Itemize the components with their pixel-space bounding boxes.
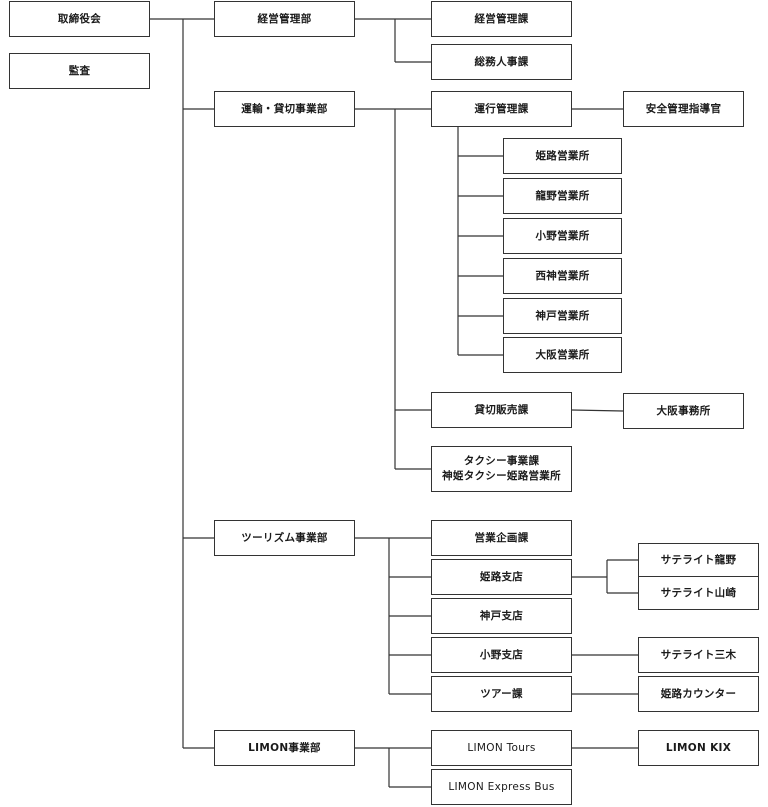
- node-seishin-office: 西神営業所: [503, 258, 622, 294]
- node-osaka-office: 大阪営業所: [503, 337, 622, 373]
- node-ono-office: 小野営業所: [503, 218, 622, 254]
- node-label: 小野営業所: [535, 229, 590, 242]
- node-tour-section: ツアー課: [431, 676, 572, 712]
- node-satellite-yamasaki: サテライト山崎: [638, 576, 759, 610]
- node-unko-section: 運行管理課: [431, 91, 572, 127]
- node-charter-sales-section: 貸切販売課: [431, 392, 572, 428]
- node-safety-officer: 安全管理指導官: [623, 91, 744, 127]
- node-label: 神姫タクシー姫路営業所: [442, 470, 561, 482]
- node-label: サテライト山崎: [660, 586, 737, 599]
- node-label: 西神営業所: [535, 269, 590, 282]
- node-limon-express-bus: LIMON Express Bus: [431, 769, 572, 805]
- node-label: 大阪営業所: [535, 348, 590, 361]
- node-osaka-branch-office: 大阪事務所: [623, 393, 744, 429]
- node-label: サテライト龍野: [660, 553, 737, 566]
- node-limon-tours: LIMON Tours: [431, 730, 572, 766]
- node-limon-dept: LIMON事業部: [214, 730, 355, 766]
- node-label: LIMON KIX: [665, 741, 732, 754]
- connector: [571, 409, 624, 412]
- node-label: 総務人事課: [474, 55, 529, 68]
- node-label: タクシー事業課: [463, 455, 540, 467]
- node-label: 神戸支店: [479, 609, 524, 622]
- node-himeji-branch: 姫路支店: [431, 559, 572, 595]
- node-label: 安全管理指導官: [645, 102, 722, 115]
- node-label: 神戸営業所: [535, 309, 590, 322]
- node-sales-planning-section: 営業企画課: [431, 520, 572, 556]
- node-tourism-dept: ツーリズム事業部: [214, 520, 355, 556]
- node-label: LIMON Express Bus: [448, 780, 555, 793]
- node-label: LIMON Tours: [467, 741, 536, 754]
- node-ono-branch: 小野支店: [431, 637, 572, 673]
- node-label: 姫路支店: [479, 570, 524, 583]
- node-label: 貸切販売課: [474, 403, 529, 416]
- node-himeji-office: 姫路営業所: [503, 138, 622, 174]
- node-tatsuno-office: 龍野営業所: [503, 178, 622, 214]
- node-limon-kix: LIMON KIX: [638, 730, 759, 766]
- node-label: 経営管理部: [257, 12, 312, 25]
- node-himeji-counter: 姫路カウンター: [638, 676, 759, 712]
- node-label: ツアー課: [480, 687, 523, 700]
- node-satellite-miki: サテライト三木: [638, 637, 759, 673]
- node-label: 姫路営業所: [535, 149, 590, 162]
- node-label: LIMON事業部: [248, 741, 321, 754]
- node-keiei-section: 経営管理課: [431, 1, 572, 37]
- node-label: ツーリズム事業部: [241, 531, 328, 544]
- node-label: 姫路カウンター: [660, 687, 737, 700]
- node-kobe-branch: 神戸支店: [431, 598, 572, 634]
- node-label: 営業企画課: [474, 531, 529, 544]
- node-label: サテライト三木: [660, 648, 737, 661]
- node-label: 取締役会: [57, 12, 102, 25]
- node-label: 小野支店: [479, 648, 524, 661]
- node-label: 大阪事務所: [656, 404, 711, 417]
- node-keiei-dept: 経営管理部: [214, 1, 355, 37]
- node-audit: 監査: [9, 53, 150, 89]
- node-label: 運行管理課: [474, 102, 529, 115]
- node-soumu-section: 総務人事課: [431, 44, 572, 80]
- node-label: 龍野営業所: [535, 189, 590, 202]
- node-kobe-office: 神戸営業所: [503, 298, 622, 334]
- node-board: 取締役会: [9, 1, 150, 37]
- node-satellite-tatsuno: サテライト龍野: [638, 543, 759, 577]
- node-label: 運輸・貸切事業部: [241, 102, 328, 115]
- node-taxi-section: タクシー事業課 神姫タクシー姫路営業所: [431, 446, 572, 492]
- node-label: 監査: [68, 64, 91, 77]
- node-label: 経営管理課: [474, 12, 529, 25]
- node-unyu-dept: 運輸・貸切事業部: [214, 91, 355, 127]
